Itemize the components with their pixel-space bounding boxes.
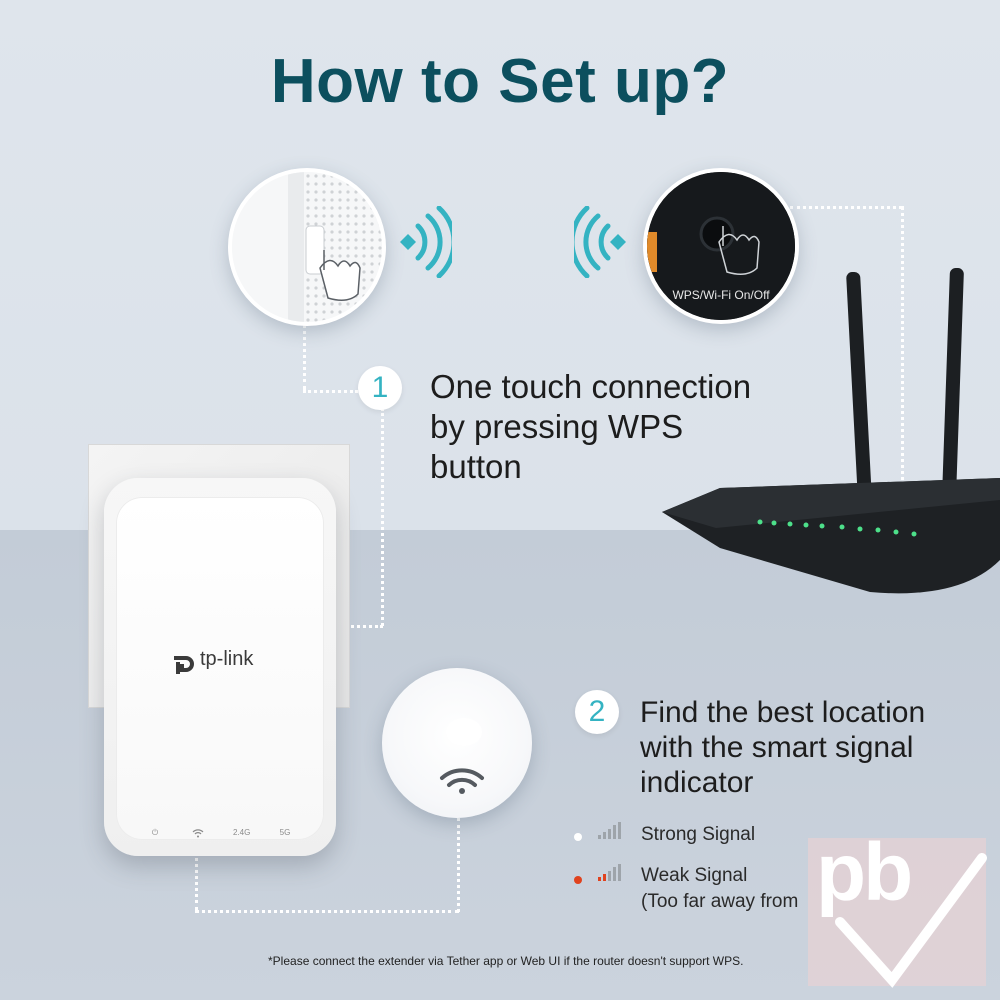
page-title: How to Set up?: [270, 47, 730, 116]
weak-signal-title: Weak Signal: [641, 865, 748, 886]
wall-background: [0, 0, 1000, 530]
step-2-line: with the smart signal: [640, 731, 914, 764]
step-2-line: Find the best location: [640, 696, 926, 729]
connector-line: [195, 910, 459, 913]
band-24g-led-label: 2.4G: [232, 828, 251, 837]
connector-line: [901, 206, 904, 488]
connector-line: [340, 625, 383, 628]
strong-signal-dot: [574, 833, 582, 841]
wifi-waves-icon: [400, 206, 452, 278]
router-button-illustration: [647, 172, 795, 320]
watermark-text: pb: [816, 827, 913, 918]
strong-signal-label: Strong Signal: [641, 824, 756, 845]
step-2-badge: 2: [575, 690, 619, 734]
watermark-badge: [808, 838, 986, 986]
step-1-line: button: [430, 448, 522, 485]
wifi-icon: [192, 829, 204, 838]
extender-led-row: ⏻ 2.4G 5G: [140, 828, 300, 840]
router-illustration: [662, 267, 1000, 594]
brand-name: tp-link: [200, 648, 254, 670]
step-1-line: One touch connection: [430, 368, 752, 405]
weak-signal-dot: [574, 876, 582, 884]
weak-signal-label: Weak Signal (Too far away from: [641, 863, 798, 915]
power-led-label: ⏻: [151, 828, 159, 837]
step-1-line: by pressing WPS: [430, 408, 684, 445]
weak-signal-note: (Too far away from: [641, 891, 799, 912]
router-wps-closeup: WPS/Wi-Fi On/Off: [643, 168, 799, 324]
band-5g-led-label: 5G: [279, 828, 291, 837]
extender-front-panel: [116, 497, 324, 840]
connector-line: [303, 318, 306, 390]
connector-line: [303, 390, 358, 393]
checkmark-icon: [835, 853, 987, 988]
signal-bars-icon: [598, 822, 621, 839]
step-2-line: indicator: [640, 766, 754, 799]
footnote: *Please connect the extender via Tether …: [268, 954, 744, 968]
extender-wps-closeup: [228, 168, 386, 326]
wifi-waves-icon: [574, 206, 626, 278]
step-1-badge: 1: [358, 366, 402, 410]
step-2-text: Find the best location with the smart si…: [640, 695, 925, 800]
step-1-text: One touch connection by pressing WPS but…: [430, 367, 751, 487]
signal-indicator-closeup: [382, 668, 532, 818]
signal-led-illustration: [440, 718, 484, 794]
wifi-led-icon: [183, 828, 213, 840]
weak-signal-bars-icon: [598, 864, 621, 881]
connector-line: [381, 408, 384, 626]
connector-line: [195, 845, 198, 911]
tp-link-logo-icon: [174, 656, 194, 674]
connector-line: [457, 818, 460, 912]
wps-button-label: WPS/Wi-Fi On/Off: [672, 288, 770, 302]
connector-line: [790, 206, 902, 209]
